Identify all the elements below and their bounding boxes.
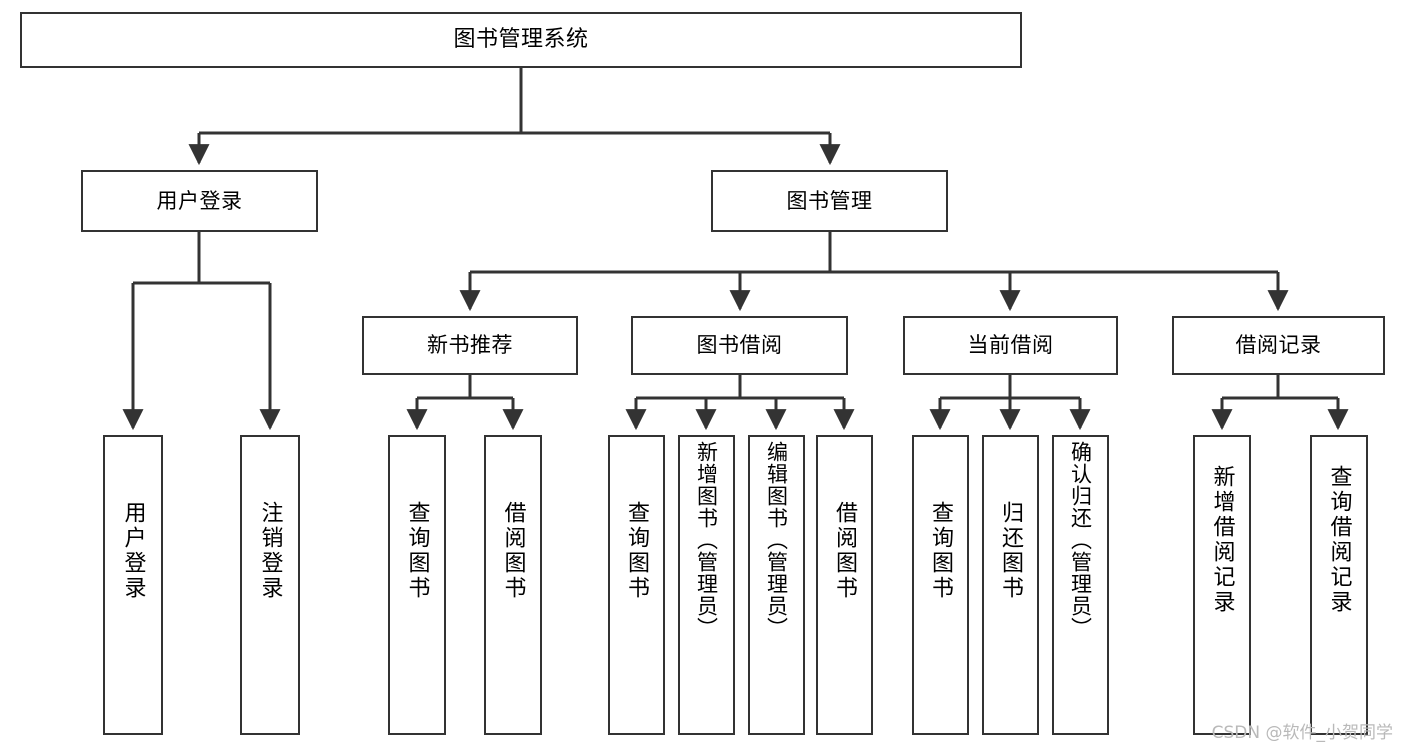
leaf-node-user-login[interactable]: 用户登录 bbox=[103, 435, 163, 735]
node-label: 新增借阅记录 bbox=[1209, 465, 1235, 615]
node-label: 注销登录 bbox=[257, 501, 283, 601]
node-label: 新增图书（管理员） bbox=[694, 441, 719, 639]
leaf-node-confirm-return-admin[interactable]: 确认归还（管理员） bbox=[1052, 435, 1109, 735]
node-book-borrow[interactable]: 图书借阅 bbox=[631, 316, 848, 375]
node-label: 归还图书 bbox=[998, 501, 1024, 601]
node-label: 图书管理系统 bbox=[453, 27, 589, 53]
leaf-node-query-book-recommend[interactable]: 查询图书 bbox=[388, 435, 446, 735]
node-label: 查询图书 bbox=[624, 501, 650, 601]
node-book-management[interactable]: 图书管理 bbox=[711, 170, 948, 232]
node-borrow-record[interactable]: 借阅记录 bbox=[1172, 316, 1385, 375]
leaf-node-borrow-book[interactable]: 借阅图书 bbox=[816, 435, 873, 735]
leaf-node-logout-login[interactable]: 注销登录 bbox=[240, 435, 300, 735]
node-label: 当前借阅 bbox=[967, 333, 1054, 358]
leaf-node-edit-book-admin[interactable]: 编辑图书（管理员） bbox=[748, 435, 805, 735]
csdn-watermark: CSDN @软件_小贺同学 bbox=[1211, 723, 1393, 743]
leaf-node-add-borrow-record[interactable]: 新增借阅记录 bbox=[1193, 435, 1251, 735]
node-new-book-recommend[interactable]: 新书推荐 bbox=[362, 316, 578, 375]
node-label: 用户登录 bbox=[156, 188, 243, 213]
node-label: 查询图书 bbox=[928, 501, 954, 601]
node-label: 用户登录 bbox=[120, 501, 146, 601]
node-label: 借阅记录 bbox=[1235, 333, 1322, 358]
node-label: 借阅图书 bbox=[500, 501, 526, 601]
node-user-login[interactable]: 用户登录 bbox=[81, 170, 318, 232]
leaf-node-query-book-borrow[interactable]: 查询图书 bbox=[608, 435, 665, 735]
leaf-node-query-borrow-record[interactable]: 查询借阅记录 bbox=[1310, 435, 1368, 735]
leaf-node-query-book-current[interactable]: 查询图书 bbox=[912, 435, 969, 735]
leaf-node-return-book[interactable]: 归还图书 bbox=[982, 435, 1039, 735]
node-label: 借阅图书 bbox=[832, 501, 858, 601]
node-label: 查询图书 bbox=[404, 501, 430, 601]
node-label: 图书管理 bbox=[786, 188, 873, 213]
node-label: 编辑图书（管理员） bbox=[764, 441, 789, 639]
node-label: 查询借阅记录 bbox=[1326, 465, 1352, 615]
node-label: 图书借阅 bbox=[696, 333, 783, 358]
node-current-borrow[interactable]: 当前借阅 bbox=[903, 316, 1118, 375]
node-root-book-management-system[interactable]: 图书管理系统 bbox=[20, 12, 1022, 68]
node-label: 确认归还（管理员） bbox=[1068, 441, 1093, 639]
node-label: 新书推荐 bbox=[427, 333, 513, 358]
leaf-node-borrow-book-recommend[interactable]: 借阅图书 bbox=[484, 435, 542, 735]
leaf-node-add-book-admin[interactable]: 新增图书（管理员） bbox=[678, 435, 735, 735]
